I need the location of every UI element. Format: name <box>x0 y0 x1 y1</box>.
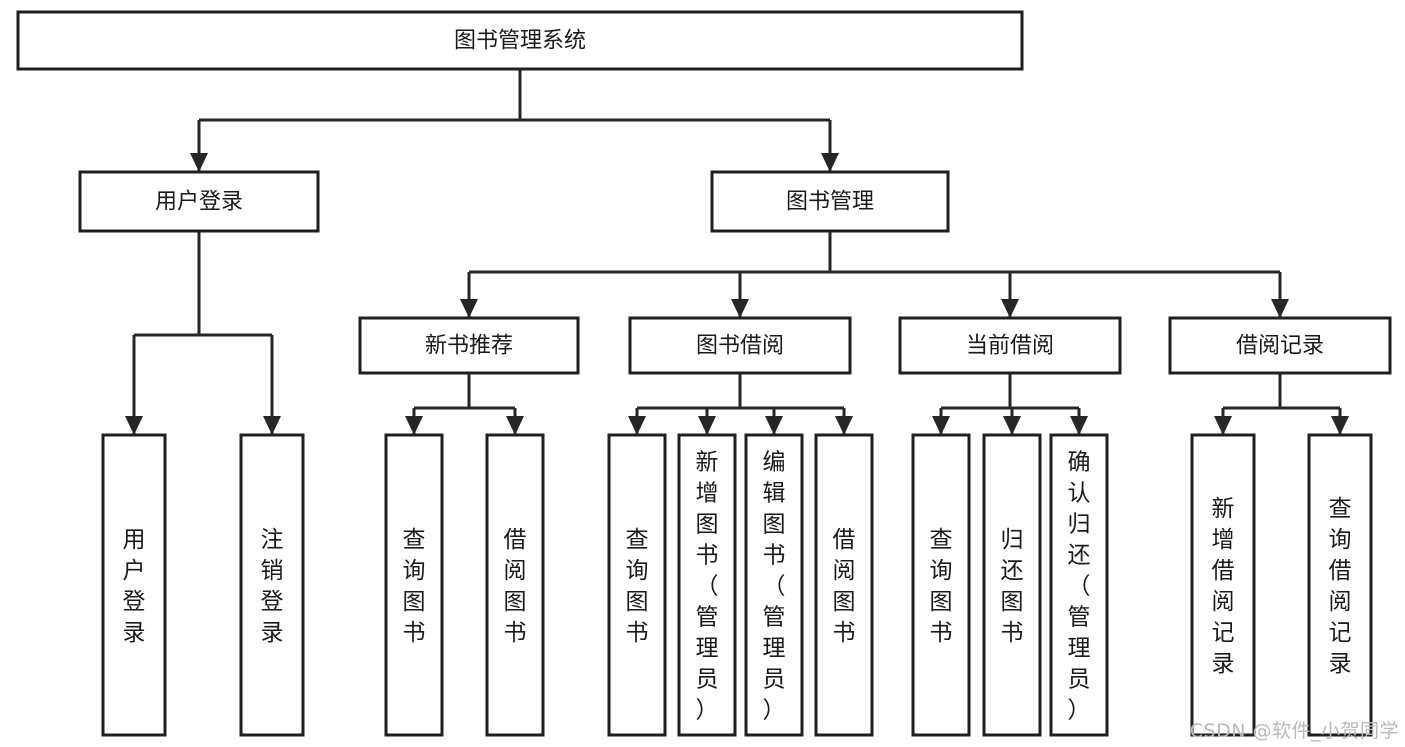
node-user-login[interactable]: 用户登录 <box>78 170 320 233</box>
node-label-book-borrow: 图书借阅 <box>696 334 784 359</box>
node-borrow-record[interactable]: 借阅记录 <box>1168 316 1392 375</box>
node-label-user-login: 用户登录 <box>155 190 243 215</box>
node-book-management[interactable]: 图书管理 <box>710 170 950 233</box>
arrow-head-icon <box>263 416 281 435</box>
arrow-head-icon <box>405 416 423 435</box>
arrow-head-icon <box>1331 416 1349 435</box>
node-box-leaf-query-book-borrow <box>607 433 667 737</box>
arrow-head-icon <box>821 153 839 172</box>
node-leaf-edit-book-admin[interactable]: 编辑图书（管理员） <box>744 433 804 737</box>
node-box-leaf-logout-login <box>239 433 305 737</box>
node-box-leaf-confirm-return-admin <box>1049 433 1109 737</box>
arrow-head-icon <box>506 416 524 435</box>
arrow-head-icon <box>731 299 749 318</box>
node-box-leaf-borrow-book <box>814 433 874 737</box>
arrow-head-icon <box>932 416 950 435</box>
node-label-leaf-query-book-recommend: 查询图书 <box>403 527 426 646</box>
arrow-head-icon <box>835 416 853 435</box>
node-label-leaf-user-login: 用户登录 <box>123 527 146 646</box>
csdn-watermark: CSDN @软件_小贺同学 <box>1189 720 1399 742</box>
node-leaf-borrow-book[interactable]: 借阅图书 <box>814 433 874 737</box>
arrow-head-icon <box>190 153 208 172</box>
node-leaf-query-book-current[interactable]: 查询图书 <box>911 433 971 737</box>
node-box-leaf-query-book-current <box>911 433 971 737</box>
node-box-borrow-record <box>1168 316 1392 375</box>
node-label-leaf-logout-login: 注销登录 <box>261 527 284 646</box>
node-leaf-add-book-admin[interactable]: 新增图书（管理员） <box>677 433 737 737</box>
node-box-user-login <box>78 170 320 233</box>
node-leaf-query-book-recommend[interactable]: 查询图书 <box>384 433 444 737</box>
node-box-leaf-edit-book-admin <box>744 433 804 737</box>
node-label-leaf-query-borrow-record: 查询借阅记录 <box>1329 496 1352 677</box>
node-box-leaf-add-book-admin <box>677 433 737 737</box>
node-leaf-query-borrow-record[interactable]: 查询借阅记录 <box>1307 433 1373 737</box>
node-box-root <box>16 10 1024 71</box>
node-current-borrow[interactable]: 当前借阅 <box>898 316 1122 375</box>
arrow-head-icon <box>698 416 716 435</box>
node-label-current-borrow: 当前借阅 <box>966 334 1054 359</box>
node-label-borrow-record: 借阅记录 <box>1236 334 1324 359</box>
arrow-head-icon <box>1214 416 1232 435</box>
node-leaf-query-book-borrow[interactable]: 查询图书 <box>607 433 667 737</box>
node-leaf-confirm-return-admin[interactable]: 确认归还（管理员） <box>1049 433 1109 737</box>
node-box-current-borrow <box>898 316 1122 375</box>
connector-layer <box>125 69 1349 435</box>
node-box-new-book-recommend <box>358 316 580 375</box>
arrow-head-icon <box>1003 416 1021 435</box>
node-label-new-book-recommend: 新书推荐 <box>425 334 513 359</box>
node-leaf-borrow-book-recommend[interactable]: 借阅图书 <box>485 433 545 737</box>
node-box-leaf-borrow-book-recommend <box>485 433 545 737</box>
arrow-head-icon <box>125 416 143 435</box>
node-label-leaf-query-book-current: 查询图书 <box>930 527 953 646</box>
node-label-leaf-edit-book-admin: 编辑图书（管理员） <box>763 450 786 724</box>
node-book-borrow[interactable]: 图书借阅 <box>628 316 852 375</box>
node-box-leaf-query-book-recommend <box>384 433 444 737</box>
node-box-book-management <box>710 170 950 233</box>
node-leaf-return-book[interactable]: 归还图书 <box>982 433 1042 737</box>
arrow-head-icon <box>1001 299 1019 318</box>
node-label-leaf-borrow-book-recommend: 借阅图书 <box>504 527 527 646</box>
node-leaf-user-login[interactable]: 用户登录 <box>101 433 167 737</box>
node-new-book-recommend[interactable]: 新书推荐 <box>358 316 580 375</box>
node-box-leaf-add-borrow-record <box>1190 433 1256 737</box>
node-box-leaf-return-book <box>982 433 1042 737</box>
node-label-leaf-add-borrow-record: 新增借阅记录 <box>1212 496 1235 677</box>
node-label-root: 图书管理系统 <box>454 29 586 54</box>
node-box-leaf-query-borrow-record <box>1307 433 1373 737</box>
node-layer: 图书管理系统用户登录图书管理新书推荐图书借阅当前借阅借阅记录用户登录注销登录查询… <box>16 10 1392 737</box>
node-label-leaf-query-book-borrow: 查询图书 <box>626 527 649 646</box>
node-box-book-borrow <box>628 316 852 375</box>
node-label-book-management: 图书管理 <box>786 190 874 215</box>
node-root[interactable]: 图书管理系统 <box>16 10 1024 71</box>
node-label-leaf-add-book-admin: 新增图书（管理员） <box>696 450 719 724</box>
node-box-leaf-user-login <box>101 433 167 737</box>
arrow-head-icon <box>765 416 783 435</box>
node-label-leaf-return-book: 归还图书 <box>1001 527 1024 646</box>
arrow-head-icon <box>1070 416 1088 435</box>
node-leaf-add-borrow-record[interactable]: 新增借阅记录 <box>1190 433 1256 737</box>
node-label-leaf-borrow-book: 借阅图书 <box>833 527 856 646</box>
arrow-head-icon <box>460 299 478 318</box>
node-leaf-logout-login[interactable]: 注销登录 <box>239 433 305 737</box>
arrow-head-icon <box>628 416 646 435</box>
node-label-leaf-confirm-return-admin: 确认归还（管理员） <box>1068 450 1091 724</box>
arrow-head-icon <box>1271 299 1289 318</box>
